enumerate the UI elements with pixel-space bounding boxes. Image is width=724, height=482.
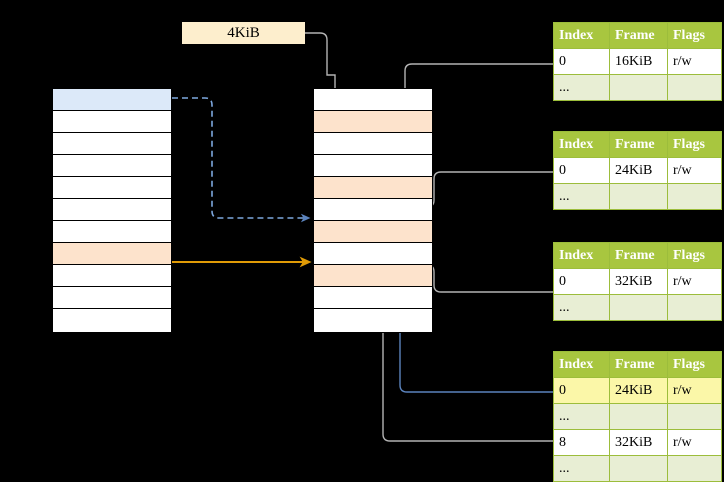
table-cell xyxy=(609,183,668,210)
table-cell xyxy=(609,403,668,430)
memory-cell xyxy=(53,309,171,331)
table-cell: ... xyxy=(553,403,610,430)
table-cell: 0 xyxy=(553,48,610,75)
table-cell xyxy=(667,183,722,210)
table-cell xyxy=(609,74,668,101)
table-cell xyxy=(609,455,668,482)
table-cell: r/w xyxy=(667,377,722,404)
memory-cell xyxy=(53,287,171,309)
table-cell xyxy=(667,455,722,482)
column-header-flags: Flags xyxy=(667,131,722,158)
memory-cell xyxy=(314,155,432,177)
memory-cell xyxy=(314,111,432,133)
memory-cell xyxy=(53,199,171,221)
table-cell: ... xyxy=(553,74,610,101)
column-header-index: Index xyxy=(553,131,610,158)
table-cell: 32KiB xyxy=(609,429,668,456)
table-row[interactable]: ... xyxy=(553,74,722,101)
table-row[interactable]: ... xyxy=(553,403,722,430)
table-cell: ... xyxy=(553,455,610,482)
wire-pt2-to-mem xyxy=(416,171,553,220)
memory-cell xyxy=(314,177,432,199)
column-header-flags: Flags xyxy=(667,351,722,378)
physical-memory-column xyxy=(313,88,433,333)
memory-cell xyxy=(314,265,432,287)
table-cell: ... xyxy=(553,183,610,210)
table-cell: 0 xyxy=(553,377,610,404)
memory-cell xyxy=(53,89,171,111)
table-cell: 8 xyxy=(553,429,610,456)
memory-cell xyxy=(314,133,432,155)
table-cell: ... xyxy=(553,294,610,321)
memory-cell xyxy=(314,309,432,331)
memory-cell xyxy=(314,89,432,111)
column-header-frame: Frame xyxy=(609,22,668,49)
size-label: 4KiB xyxy=(182,22,305,44)
column-header-index: Index xyxy=(553,22,610,49)
table-cell xyxy=(667,403,722,430)
table-cell: r/w xyxy=(667,268,722,295)
memory-cell xyxy=(314,243,432,265)
column-header-frame: Frame xyxy=(609,131,668,158)
table-cell: 32KiB xyxy=(609,268,668,295)
column-header-flags: Flags xyxy=(667,22,722,49)
memory-cell xyxy=(53,133,171,155)
table-row[interactable]: ... xyxy=(553,294,722,321)
memory-cell xyxy=(53,243,171,265)
memory-cell xyxy=(53,111,171,133)
table-cell xyxy=(609,294,668,321)
memory-cell xyxy=(314,287,432,309)
memory-cell xyxy=(314,199,432,221)
wire-vaddr-page0 xyxy=(172,97,311,223)
table-cell: 16KiB xyxy=(609,48,668,75)
table-cell: 0 xyxy=(553,268,610,295)
memory-cell xyxy=(53,221,171,243)
table-row[interactable]: ... xyxy=(553,183,722,210)
table-cell xyxy=(667,74,722,101)
memory-cell xyxy=(314,221,432,243)
memory-cell xyxy=(53,155,171,177)
column-header-index: Index xyxy=(553,351,610,378)
table-row[interactable]: ... xyxy=(553,455,722,482)
table-cell: r/w xyxy=(667,429,722,456)
wire-pt3-to-mem xyxy=(416,258,553,293)
virtual-address-space-column xyxy=(52,88,172,333)
memory-cell xyxy=(53,265,171,287)
table-cell: 24KiB xyxy=(609,377,668,404)
column-header-frame: Frame xyxy=(609,351,668,378)
column-header-frame: Frame xyxy=(609,242,668,269)
table-cell: 24KiB xyxy=(609,157,668,184)
memory-cell xyxy=(53,177,171,199)
table-cell: 0 xyxy=(553,157,610,184)
table-cell: r/w xyxy=(667,157,722,184)
table-cell xyxy=(667,294,722,321)
column-header-index: Index xyxy=(553,242,610,269)
column-header-flags: Flags xyxy=(667,242,722,269)
table-cell: r/w xyxy=(667,48,722,75)
